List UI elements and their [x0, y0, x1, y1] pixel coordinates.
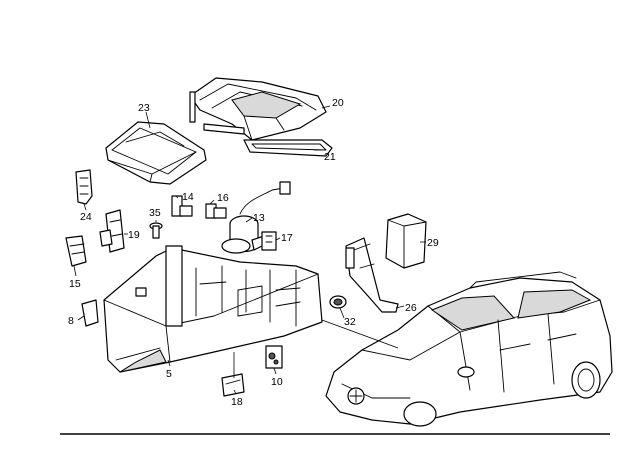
label-part-17: 17 — [281, 232, 293, 244]
part-21-gasket — [203, 123, 333, 157]
part-35-screw — [149, 222, 163, 239]
vehicle-illustration — [325, 271, 613, 427]
part-20-upper-cover — [189, 77, 327, 141]
part-19-relay-holder — [99, 209, 125, 253]
part-29-control-module — [385, 213, 427, 269]
part-17-clip — [261, 231, 277, 251]
part-5-fuse-box-housing — [103, 245, 323, 373]
part-10-connector — [265, 345, 283, 369]
label-part-32: 32 — [344, 316, 356, 328]
label-part-26: 26 — [405, 302, 417, 314]
part-13-motor — [221, 181, 291, 254]
part-8-clip — [81, 299, 99, 327]
part-number-labels: 20 21 23 24 35 14 16 13 19 17 15 8 5 10 … — [68, 97, 439, 408]
label-part-24: 24 — [80, 211, 92, 223]
part-15-holder — [65, 235, 87, 267]
label-part-23: 23 — [138, 102, 150, 114]
label-part-5: 5 — [166, 368, 172, 380]
part-14-relay — [171, 195, 193, 217]
part-16-relay — [205, 203, 227, 219]
label-part-35: 35 — [149, 207, 161, 219]
leader-lines — [73, 105, 426, 395]
part-24-bracket — [75, 169, 93, 205]
label-part-16: 16 — [217, 192, 229, 204]
label-part-29: 29 — [427, 237, 439, 249]
part-23-fuse-box-lid — [105, 121, 207, 185]
label-part-19: 19 — [128, 229, 140, 241]
label-part-20: 20 — [332, 97, 344, 109]
label-part-13: 13 — [253, 212, 265, 224]
part-32-grommet — [329, 295, 347, 309]
label-part-15: 15 — [69, 278, 81, 290]
part-26-air-duct — [345, 237, 399, 313]
label-part-18: 18 — [231, 396, 243, 408]
label-part-10: 10 — [271, 376, 283, 388]
part-18-clip — [221, 373, 245, 397]
label-part-14: 14 — [182, 191, 194, 203]
label-part-8: 8 — [68, 315, 74, 327]
label-part-21: 21 — [324, 151, 336, 163]
